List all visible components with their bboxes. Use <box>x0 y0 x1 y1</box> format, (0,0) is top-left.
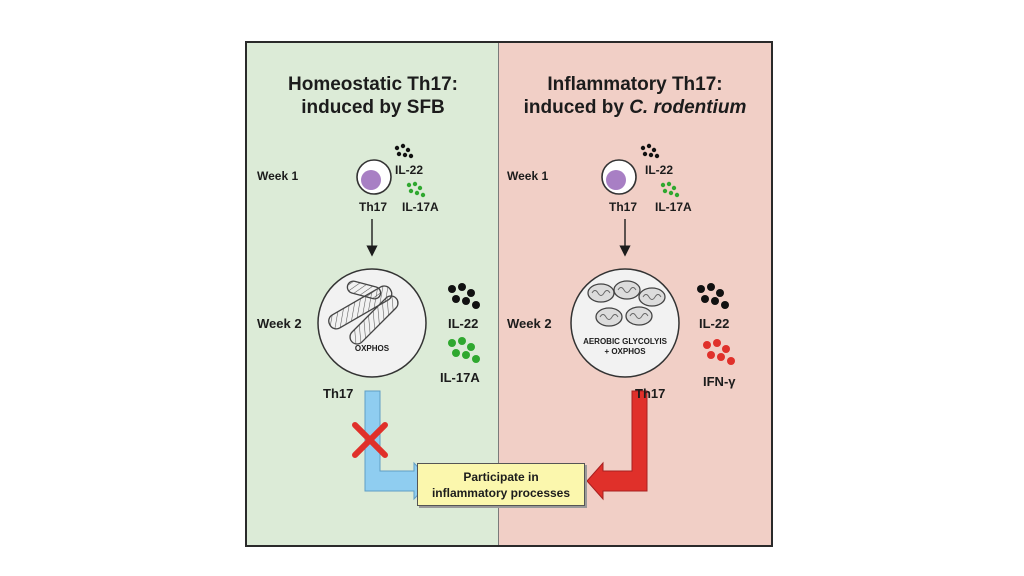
il22-label-week2-right: IL-22 <box>699 316 730 331</box>
inflammatory-title-prefix: induced by <box>523 97 630 118</box>
mitochondria-icon-right <box>587 280 666 327</box>
th17-cell-week1-left <box>356 159 392 195</box>
glycolysis-oxphos-label: AEROBIC GLYCOLYIS + OXPHOS <box>569 337 681 357</box>
outcome-line1: Participate in <box>463 469 539 484</box>
figure-frame: Homeostatic Th17: induced by SFB Inflamm… <box>245 41 773 547</box>
mitochondria-cristae-right <box>591 287 662 320</box>
th17-cell-week1-right <box>601 159 637 195</box>
il22-dots-week2-right <box>697 283 729 309</box>
glycolysis-label-line1: AEROBIC GLYCOLYIS <box>583 337 667 346</box>
week1-label-right: Week 1 <box>507 169 549 183</box>
inflammatory-title: Inflammatory Th17: induced by C. rodenti… <box>499 73 771 119</box>
il17a-dots-week1-right <box>660 181 680 198</box>
homeostatic-title-line2: induced by SFB <box>301 97 445 118</box>
ifng-label-week2-right: IFN-γ <box>703 374 736 389</box>
il17a-label-week1-right: IL-17A <box>655 200 692 214</box>
il17a-dots-week2-left <box>448 337 480 363</box>
inflammatory-title-organism: C. rodentium <box>629 97 747 118</box>
homeostatic-title-line1: Homeostatic Th17: <box>288 74 458 95</box>
th17-label-week1-right: Th17 <box>609 200 638 214</box>
ifng-dots-week2-right <box>703 339 735 365</box>
th17-label-week1-left: Th17 <box>359 200 388 214</box>
il22-label-week2-left: IL-22 <box>448 316 479 331</box>
week2-label-right: Week 2 <box>507 316 552 331</box>
diagram-graphics <box>317 143 735 501</box>
homeostatic-title: Homeostatic Th17: induced by SFB <box>247 73 499 119</box>
panel-divider <box>498 43 499 545</box>
th17-label-week2-right: Th17 <box>635 386 666 401</box>
il17a-label-week1-left: IL-17A <box>402 200 439 214</box>
active-arrow <box>586 390 648 501</box>
outcome-box: Participate in inflammatory processes <box>417 463 585 506</box>
il17a-dots-week1-left <box>406 181 426 198</box>
oxphos-label: OXPHOS <box>354 344 390 353</box>
il22-label-week1-left: IL-22 <box>395 163 424 177</box>
inflammatory-title-line1: Inflammatory Th17: <box>547 74 723 95</box>
il17a-label-week2-left: IL-17A <box>440 370 480 385</box>
outcome-line2: inflammatory processes <box>431 485 571 500</box>
il22-dots-week1-left <box>394 143 414 159</box>
il22-label-week1-right: IL-22 <box>645 163 674 177</box>
il22-dots-week2-left <box>448 283 480 309</box>
block-cross-icon <box>352 422 388 458</box>
il22-dots-week1-right <box>640 143 660 159</box>
week2-label-left: Week 2 <box>257 316 302 331</box>
week1-label-left: Week 1 <box>257 169 299 183</box>
mitochondria-icon-left <box>328 280 399 345</box>
th17-label-week2-left: Th17 <box>323 386 354 401</box>
glycolysis-label-line2: + OXPHOS <box>604 347 646 356</box>
inflammatory-title-line2: induced by C. rodentium <box>499 96 771 119</box>
